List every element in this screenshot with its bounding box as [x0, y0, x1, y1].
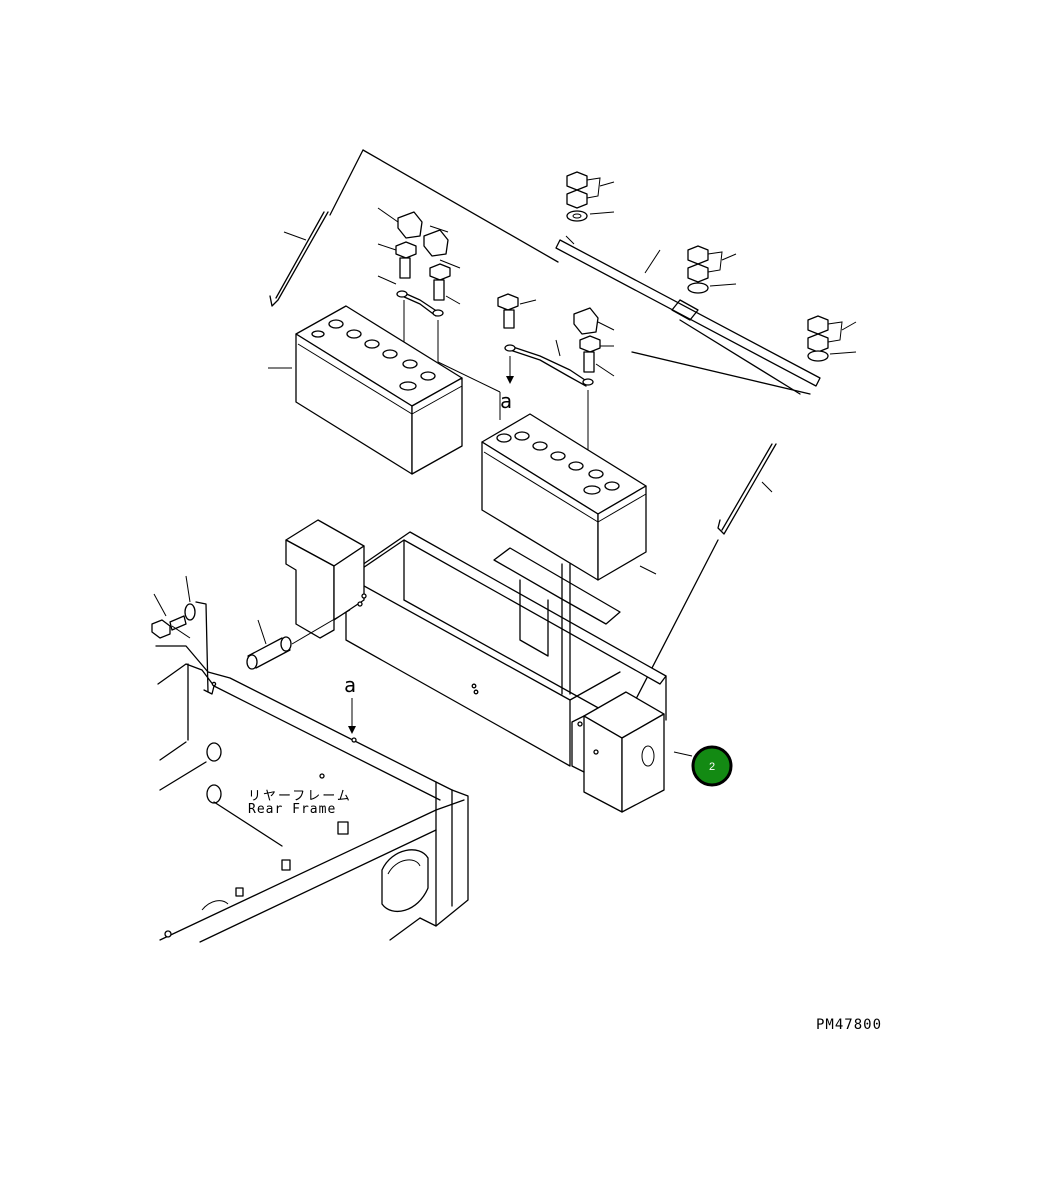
drawing-number: PM47800 [816, 1017, 882, 1033]
battery-hold-down-bar [329, 149, 821, 395]
battery-left [268, 305, 463, 475]
mounting-bolt [151, 575, 209, 693]
callout-2[interactable]: 2 [691, 745, 733, 787]
nut-stack-3 [807, 315, 857, 362]
callout-2-circle[interactable] [691, 745, 733, 787]
spacer-collar [246, 609, 351, 670]
terminal-clamp-right [497, 293, 615, 468]
battery-box [285, 519, 693, 813]
callout-2-number[interactable]: 2 [709, 761, 715, 773]
frame-label-jp: リヤーフレーム [248, 789, 352, 804]
left-j-bolt [269, 211, 329, 307]
nut-stack-2 [687, 245, 737, 294]
view-mark-top: a [500, 389, 512, 413]
battery-right [481, 413, 657, 581]
view-arrow-bottom: a [344, 673, 356, 734]
nut-stack-1 [566, 171, 615, 222]
frame-label-en: Rear Frame [248, 802, 336, 817]
terminal-clamp-left [377, 207, 501, 420]
rear-frame [155, 645, 469, 943]
view-arrow-top: a [500, 389, 512, 413]
view-mark-bottom: a [344, 673, 356, 697]
